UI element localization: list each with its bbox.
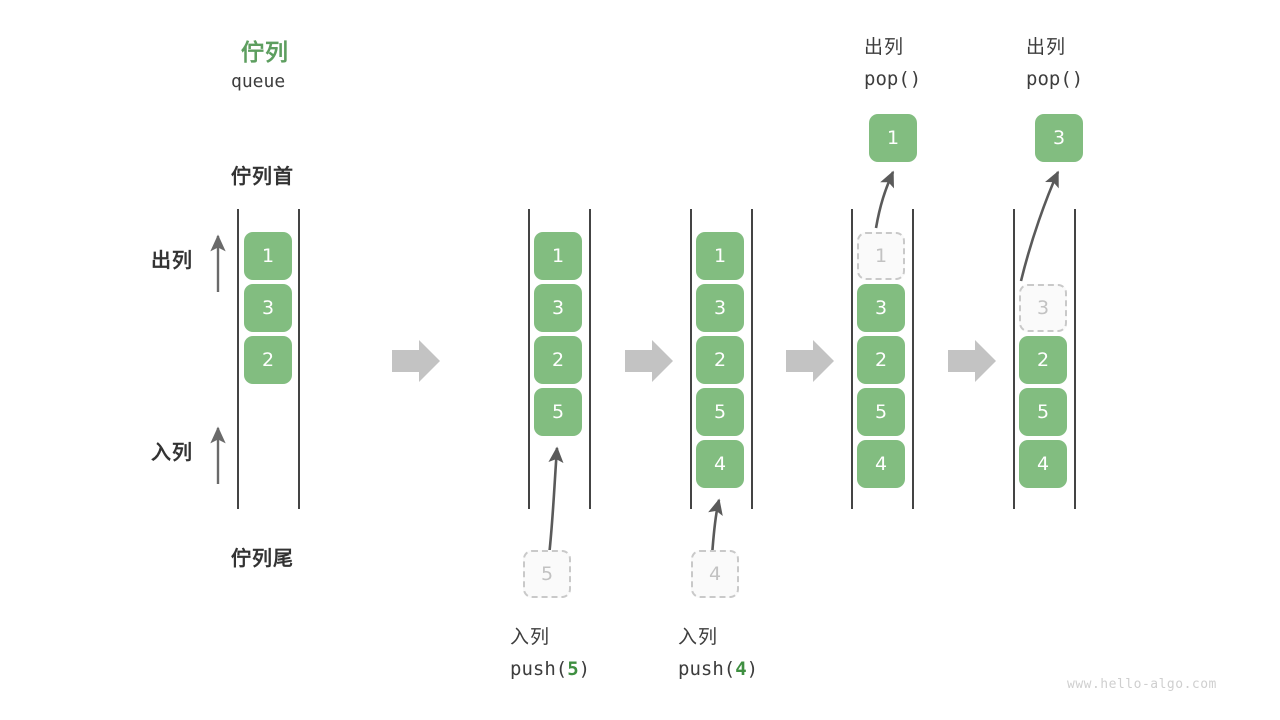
push-5-fn: push( bbox=[510, 658, 568, 680]
watermark: www.hello-algo.com bbox=[1067, 677, 1217, 692]
queue-cell: 1 bbox=[244, 232, 292, 280]
queue-rail-right bbox=[298, 209, 300, 509]
push-5-close: ) bbox=[578, 658, 591, 680]
push-5-caption-code: push(5) bbox=[510, 658, 590, 680]
queue-cell: 3 bbox=[244, 284, 292, 332]
queue-rail-right bbox=[912, 209, 914, 509]
push-4-caption-cn: 入列 bbox=[678, 626, 719, 648]
pop-3-header-code: pop() bbox=[1026, 68, 1084, 90]
queue-rail-left bbox=[528, 209, 530, 509]
dequeue-label: 出列 bbox=[151, 248, 193, 272]
queue-cell: 4 bbox=[1019, 440, 1067, 488]
queue-cell: 2 bbox=[696, 336, 744, 384]
push-4-close: ) bbox=[746, 658, 759, 680]
queue-cell: 2 bbox=[1019, 336, 1067, 384]
page-subtitle: queue bbox=[231, 71, 286, 92]
queue-rail-right bbox=[589, 209, 591, 509]
queue-rail-left bbox=[1013, 209, 1015, 509]
enqueue-label: 入列 bbox=[151, 440, 193, 464]
pop-3-header-cn: 出列 bbox=[1026, 36, 1067, 58]
push-5-arg: 5 bbox=[567, 658, 579, 680]
queue-cell: 5 bbox=[857, 388, 905, 436]
page-title: 佇列 bbox=[241, 40, 289, 66]
queue-cell: 5 bbox=[696, 388, 744, 436]
queue-rail-right bbox=[1074, 209, 1076, 509]
pop-3-arrow bbox=[1019, 170, 1060, 282]
queue-cell: 5 bbox=[534, 388, 582, 436]
queue-cell-vacated: 3 bbox=[1019, 284, 1067, 332]
queue-rail-right bbox=[751, 209, 753, 509]
queue-cell: 4 bbox=[857, 440, 905, 488]
push-4-arrow bbox=[708, 498, 723, 557]
push-5-arrow bbox=[547, 446, 564, 557]
push-5-caption-cn: 入列 bbox=[510, 626, 551, 648]
push-4-arg: 4 bbox=[735, 658, 747, 680]
push-4-caption-code: push(4) bbox=[678, 658, 758, 680]
pop-1-header-cn: 出列 bbox=[864, 36, 905, 58]
flow-arrow-1 bbox=[392, 340, 440, 382]
queue-cell: 4 bbox=[696, 440, 744, 488]
queue-cell-vacated: 1 bbox=[857, 232, 905, 280]
pop-1-arrow bbox=[874, 170, 895, 229]
queue-tail-label: 佇列尾 bbox=[231, 546, 294, 570]
incoming-element: 4 bbox=[691, 550, 739, 598]
queue-rail-left bbox=[851, 209, 853, 509]
queue-cell: 3 bbox=[534, 284, 582, 332]
popped-element: 1 bbox=[869, 114, 917, 162]
queue-rail-left bbox=[690, 209, 692, 509]
pop-1-header-code: pop() bbox=[864, 68, 922, 90]
flow-arrow-4 bbox=[948, 340, 996, 382]
queue-head-label: 佇列首 bbox=[231, 164, 294, 188]
queue-cell: 1 bbox=[696, 232, 744, 280]
flow-arrow-2 bbox=[625, 340, 673, 382]
queue-cell: 3 bbox=[857, 284, 905, 332]
queue-rail-left bbox=[237, 209, 239, 509]
flow-arrow-3 bbox=[786, 340, 834, 382]
push-4-fn: push( bbox=[678, 658, 736, 680]
incoming-element: 5 bbox=[523, 550, 571, 598]
popped-element: 3 bbox=[1035, 114, 1083, 162]
queue-cell: 3 bbox=[696, 284, 744, 332]
queue-cell: 2 bbox=[534, 336, 582, 384]
queue-cell: 2 bbox=[244, 336, 292, 384]
queue-cell: 2 bbox=[857, 336, 905, 384]
queue-cell: 5 bbox=[1019, 388, 1067, 436]
queue-cell: 1 bbox=[534, 232, 582, 280]
